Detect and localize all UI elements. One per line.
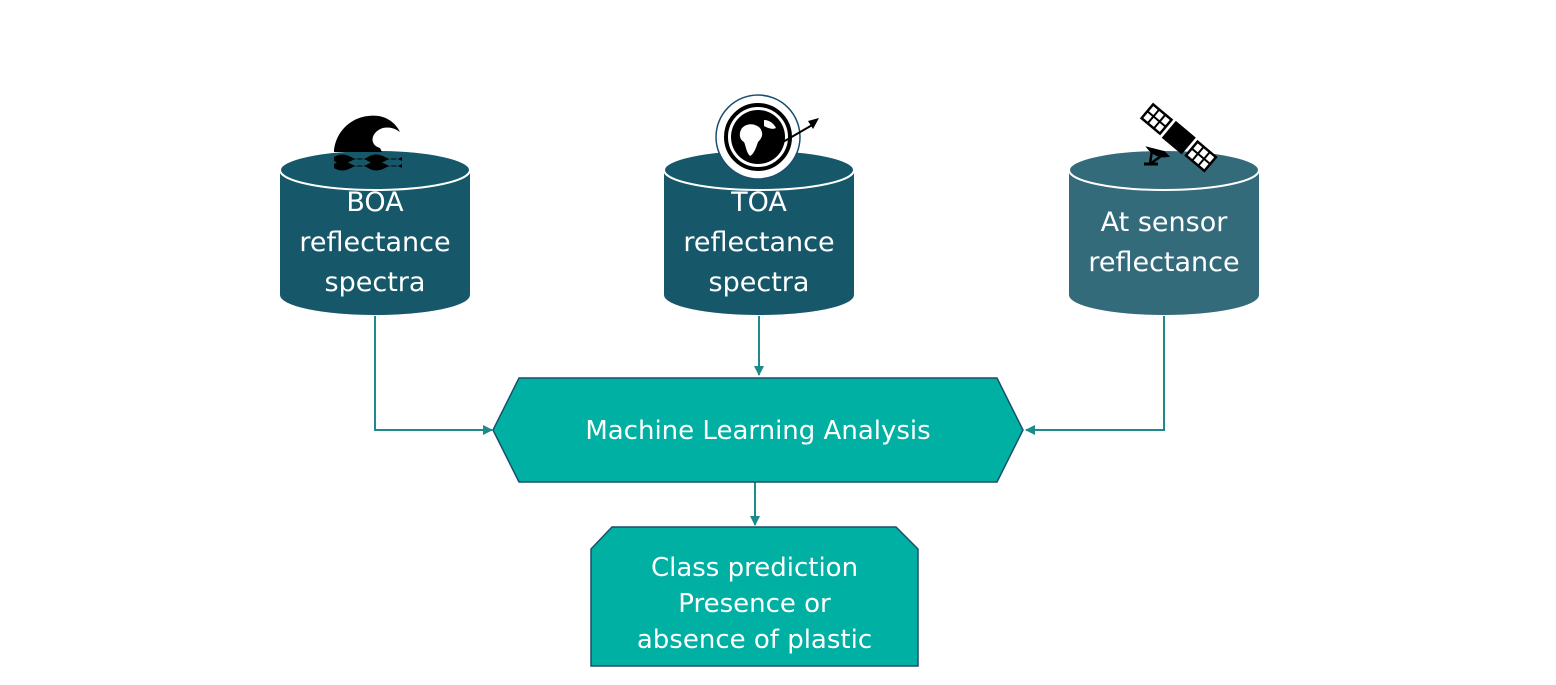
sensor-database-cylinder [1068,149,1260,315]
connector-sensor-to-ml [1025,316,1165,435]
satellite-icon [1139,102,1218,173]
ml-analysis-label: Machine Learning Analysis [493,416,1023,446]
output-label-line: Presence or [678,589,831,619]
ml-analysis-text: Machine Learning Analysis [585,416,931,446]
toa-cylinder-body [664,170,854,315]
boa-label-line: reflectance [299,227,451,258]
sensor-label-line: At sensor [1100,207,1228,238]
sensor-label: At sensor reflectance [1069,203,1259,283]
sensor-cylinder-body [1069,170,1259,315]
boa-label: BOA reflectance spectra [280,183,470,303]
sensor-label-line: reflectance [1088,247,1240,278]
toa-label-line: TOA [731,187,787,218]
toa-label: TOA reflectance spectra [664,183,854,303]
globe-arrow-icon [715,94,819,180]
class-prediction-output [590,526,919,667]
output-label-line: absence of plastic [636,625,873,655]
toa-label-line: reflectance [683,227,835,258]
boa-label-line: spectra [324,267,426,298]
ml-analysis-process [492,377,1024,483]
connector-boa-to-ml [374,316,493,435]
output-label: Class prediction Presence or absence of … [591,550,918,658]
output-label-line: Class prediction [650,553,859,583]
boa-cylinder-body [280,170,470,315]
toa-label-line: spectra [708,267,810,298]
boa-label-line: BOA [346,187,404,218]
wave-icon [334,115,402,171]
toa-database-cylinder [663,149,855,315]
